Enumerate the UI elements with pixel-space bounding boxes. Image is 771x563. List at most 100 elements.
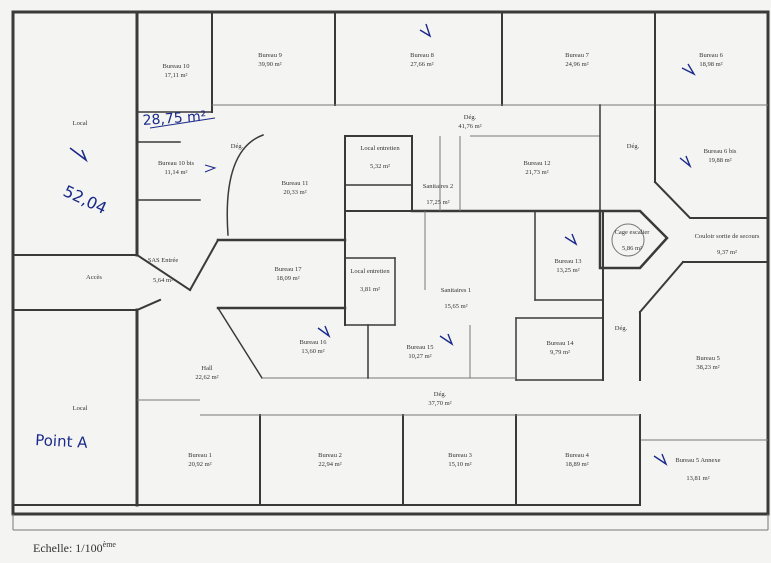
room-bureau-4: Bureau 4 18,89 m² [565,452,589,468]
room-bureau-9: Bureau 9 39,90 m² [258,52,282,68]
svg-text:Local: Local [73,405,88,412]
check-mark-icon [681,63,696,76]
room-deg-top: Dég. 41,76 m² [458,114,481,130]
svg-text:20,92 m²: 20,92 m² [188,461,211,468]
svg-text:Sanitaires 1: Sanitaires 1 [441,287,472,294]
svg-text:Bureau 5 Annexe: Bureau 5 Annexe [675,457,720,464]
room-sas: SAS Entrée 5,64 m² [148,257,179,284]
scale-suffix: ème [102,540,116,549]
room-deg-right: Dég. [627,143,640,150]
svg-text:Local entretien: Local entretien [360,145,400,152]
svg-text:Bureau 11: Bureau 11 [282,180,309,187]
svg-text:Dég.: Dég. [615,325,628,332]
svg-text:10,27 m²: 10,27 m² [408,353,431,360]
room-sanitaires-1: Sanitaires 1 15,65 m² [441,287,472,310]
svg-text:Bureau 7: Bureau 7 [565,52,589,59]
svg-text:Bureau 14: Bureau 14 [547,340,575,347]
svg-text:Bureau 1: Bureau 1 [188,452,212,459]
svg-text:Bureau 10 bis: Bureau 10 bis [158,160,195,167]
check-mark-icon [564,233,578,246]
room-bureau-17: Bureau 17 18,09 m² [275,266,303,282]
svg-text:Accès: Accès [86,274,102,281]
svg-text:19,88 m²: 19,88 m² [708,157,731,164]
svg-text:Sanitaires 2: Sanitaires 2 [423,183,454,190]
svg-text:17,25 m²: 17,25 m² [426,199,449,206]
room-bureau-16: Bureau 16 13,60 m² [300,339,328,355]
room-couloir: Couloir sortie de secours 9,37 m² [695,233,760,256]
svg-text:Bureau 15: Bureau 15 [407,344,434,351]
room-deg-bottom: Dég. 37,70 m² [428,391,451,407]
check-mark-icon [439,333,454,346]
svg-text:13,60 m²: 13,60 m² [301,348,324,355]
room-sanitaires-2: Sanitaires 2 17,25 m² [423,183,454,206]
svg-text:5,86 m²: 5,86 m² [622,245,642,252]
svg-text:39,90 m²: 39,90 m² [258,61,281,68]
check-mark-icon [69,147,88,163]
svg-text:Bureau 6 bis: Bureau 6 bis [704,148,737,155]
check-mark-icon [317,325,331,338]
svg-text:Bureau 9: Bureau 9 [258,52,282,59]
room-bureau-6: Bureau 6 18,98 m² [699,52,723,68]
svg-text:Cage escalier: Cage escalier [615,229,651,236]
room-local-entretien-mid: Local entretien 3,81 m² [350,268,390,293]
svg-text:Dég.: Dég. [434,391,447,398]
svg-text:37,70 m²: 37,70 m² [428,400,451,407]
svg-text:18,89 m²: 18,89 m² [565,461,588,468]
svg-text:41,76 m²: 41,76 m² [458,123,481,130]
room-bureau-10bis: Bureau 10 bis 11,14 m² [158,160,195,176]
room-bureau-3: Bureau 3 15,10 m² [448,452,472,468]
svg-text:Dég.: Dég. [231,143,244,150]
handwritten-point-a: Point A [35,431,89,452]
scale-label: Echelle: 1/100ème [33,540,116,556]
svg-text:38,23 m²: 38,23 m² [696,364,719,371]
svg-text:Bureau 5: Bureau 5 [696,355,720,362]
svg-text:Bureau 10: Bureau 10 [163,63,190,70]
svg-text:11,14 m²: 11,14 m² [164,169,187,176]
room-local-bottom: Local [73,405,88,412]
svg-text:Hall: Hall [201,365,212,372]
room-bureau-6bis: Bureau 6 bis 19,88 m² [704,148,737,164]
svg-text:Dég.: Dég. [627,143,640,150]
room-cage-escalier: Cage escalier 5,86 m² [615,229,651,252]
room-bureau-14: Bureau 14 9,79 m² [547,340,575,356]
room-bureau-10: Bureau 10 17,11 m² [163,63,190,79]
svg-text:13,25 m²: 13,25 m² [556,267,579,274]
room-acces: Accès [86,274,102,281]
room-bureau-12: Bureau 12 21,73 m² [524,160,551,176]
svg-text:Local entretien: Local entretien [350,268,390,275]
svg-text:Bureau 17: Bureau 17 [275,266,303,273]
room-deg-mid: Dég. [615,325,628,332]
check-mark-icon [679,155,692,169]
svg-text:Bureau 13: Bureau 13 [555,258,582,265]
room-deg-left: Dég. [231,143,244,150]
room-local-top: Local [73,120,88,127]
room-bureau-2: Bureau 2 22,94 m² [318,452,342,468]
svg-text:9,37 m²: 9,37 m² [717,249,737,256]
svg-text:SAS Entrée: SAS Entrée [148,257,179,264]
svg-text:27,66 m²: 27,66 m² [410,61,433,68]
svg-text:Bureau 16: Bureau 16 [300,339,328,346]
svg-text:18,98 m²: 18,98 m² [699,61,722,68]
room-bureau-5-annexe: Bureau 5 Annexe 13,81 m² [675,457,720,482]
svg-text:15,65 m²: 15,65 m² [444,303,467,310]
svg-text:15,10 m²: 15,10 m² [448,461,471,468]
svg-text:20,33 m²: 20,33 m² [283,189,306,196]
svg-text:5,32 m²: 5,32 m² [370,163,390,170]
svg-text:Local: Local [73,120,88,127]
svg-text:3,81 m²: 3,81 m² [360,286,380,293]
bracket-stroke [204,164,217,173]
room-local-entretien-top: Local entretien 5,32 m² [360,145,400,170]
svg-text:9,79 m²: 9,79 m² [550,349,570,356]
svg-text:24,96 m²: 24,96 m² [565,61,588,68]
svg-text:22,94 m²: 22,94 m² [318,461,341,468]
underline-stroke [149,117,216,129]
svg-text:13,81 m²: 13,81 m² [686,475,709,482]
interior-walls [12,10,769,507]
scale-text: Echelle: 1/100 [33,541,103,555]
svg-text:18,09 m²: 18,09 m² [276,275,299,282]
svg-text:Dég.: Dég. [464,114,477,121]
room-bureau-7: Bureau 7 24,96 m² [565,52,589,68]
svg-text:22,62 m²: 22,62 m² [195,374,218,381]
room-bureau-1: Bureau 1 20,92 m² [188,452,212,468]
